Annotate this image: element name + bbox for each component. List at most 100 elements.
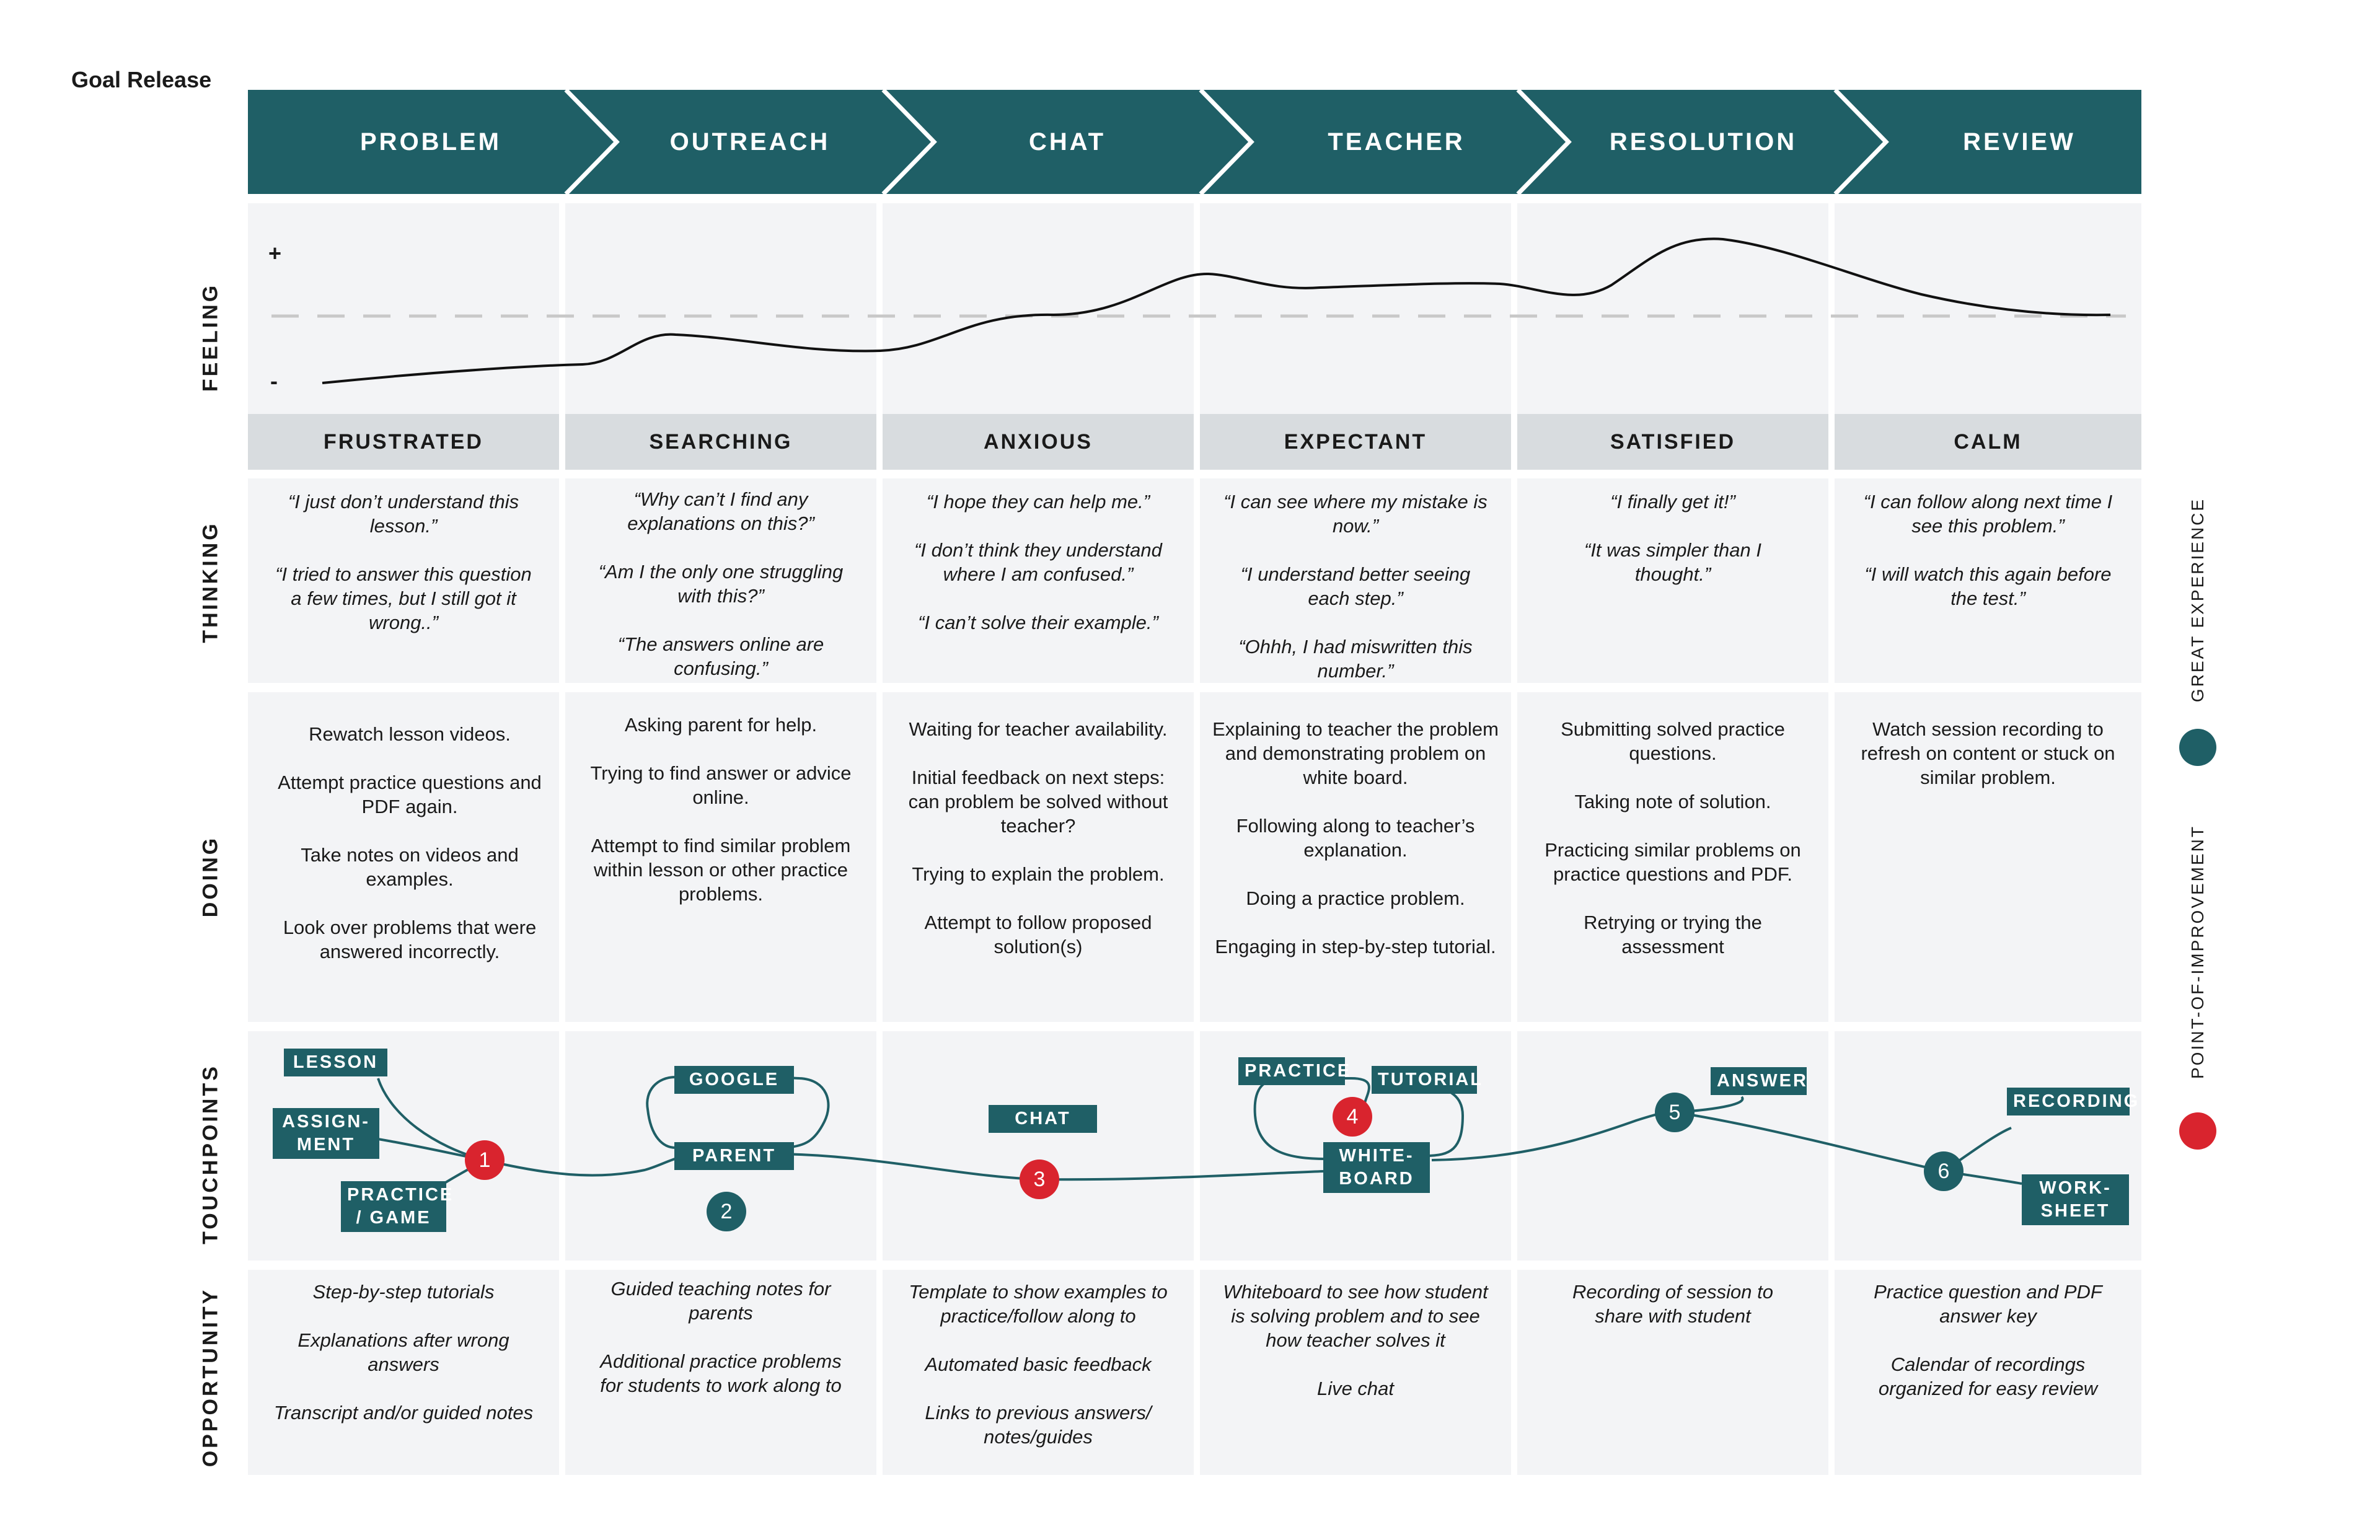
touchpoints-cell-3 [883, 1031, 1194, 1261]
touchpoint-practice-game: PRACTICE / GAME [341, 1181, 454, 1232]
quote: “I tried to answer this question a few t… [275, 563, 532, 633]
quote: “I hope they can help me.” [926, 491, 1150, 513]
doing-text-6: Watch session recording to refresh on co… [1853, 717, 2123, 790]
doing-cell-1 [248, 692, 559, 1022]
quote: “I will watch this again before the test… [1864, 563, 2112, 609]
touchpoint-assignment: ASSIGN- MENT [273, 1108, 379, 1159]
opportunity-item: Step-by-step tutorials [312, 1281, 495, 1303]
row-label-doing: DOING [198, 835, 223, 918]
opportunity-item: Live chat [1316, 1378, 1395, 1399]
opportunity-text-2: Guided teaching notes for parents Additi… [590, 1277, 852, 1397]
opportunity-cell-1 [248, 1270, 559, 1475]
thinking-text-6: “I can follow along next time I see this… [1853, 490, 2123, 610]
touchpoint-marker-4: 4 [1333, 1097, 1372, 1137]
action: Retrying or trying the assessment [1584, 912, 1762, 957]
touchpoint-practice-game-line-1: PRACTICE [347, 1185, 454, 1205]
action: Doing a practice problem. [1246, 887, 1465, 909]
action: Taking note of solution. [1574, 791, 1771, 812]
touchpoint-whiteboard-line-1: WHITE- [1339, 1146, 1414, 1166]
opportunity-cell-2 [565, 1270, 876, 1475]
action: Asking parent for help. [624, 714, 818, 736]
opportunity-item: Links to previous answers/ notes/guides [925, 1402, 1152, 1448]
touchpoint-whiteboard: WHITE- BOARD [1323, 1142, 1430, 1193]
touchpoint-worksheet-line-2: SHEET [2040, 1201, 2110, 1221]
thinking-cell-1 [248, 478, 559, 683]
feeling-cell-6 [1835, 203, 2141, 414]
opportunity-cell-3 [883, 1270, 1194, 1475]
action: Take notes on videos and examples. [301, 844, 519, 890]
thinking-text-3: “I hope they can help me.” “I don’t thin… [901, 490, 1175, 635]
action: Explaining to teacher the problem and de… [1212, 718, 1499, 788]
touchpoint-assignment-line-1: ASSIGN- [282, 1112, 370, 1132]
feeling-cell-4 [1200, 203, 1511, 414]
touchpoint-marker-1: 1 [465, 1140, 505, 1180]
quote: “Why can’t I find any explanations on th… [627, 488, 814, 534]
thinking-cell-6 [1835, 478, 2141, 683]
action: Following along to teacher’s explanation… [1236, 815, 1475, 861]
emotion-searching: SEARCHING [565, 414, 876, 470]
touchpoints-cell-6 [1835, 1031, 2141, 1261]
row-label-opportunity: OPPORTUNITY [198, 1287, 223, 1467]
touchpoint-marker-2: 2 [707, 1192, 746, 1231]
quote: “I finally get it!” [1610, 491, 1735, 513]
opportunity-text-3: Template to show examples to practice/fo… [901, 1280, 1175, 1449]
opportunity-item: Recording of session to share with stude… [1572, 1281, 1773, 1327]
doing-text-3: Waiting for teacher availability. Initia… [901, 717, 1175, 959]
stage-header-band [248, 90, 2141, 194]
thinking-cell-4 [1200, 478, 1511, 683]
touchpoint-marker-6: 6 [1924, 1151, 1963, 1191]
touchpoint-practice: PRACTICE [1238, 1057, 1349, 1085]
doing-cell-6 [1835, 692, 2141, 1022]
quote: “I can see where my mistake is now.” [1223, 491, 1488, 537]
quote: “The answers online are confusing.” [617, 633, 824, 679]
opportunity-cell-4 [1200, 1270, 1511, 1475]
opportunity-item: Explanations after wrong answers [298, 1329, 509, 1375]
doing-cell-3 [883, 692, 1194, 1022]
quote: “I can’t solve their example.” [918, 612, 1158, 633]
touchpoint-lesson: LESSON [284, 1049, 387, 1076]
row-label-feeling: FEELING [198, 283, 223, 392]
opportunity-item: Practice question and PDF answer key [1874, 1281, 2102, 1327]
emotion-calm: CALM [1835, 414, 2141, 470]
legend-point-of-improvement-label: POINT-OF-IMPROVEMENT [2188, 825, 2207, 1079]
touchpoint-parent: PARENT [674, 1142, 794, 1170]
quote: “It was simpler than I thought.” [1584, 539, 1761, 585]
row-label-touchpoints: TOUCHPOINTS [198, 1064, 223, 1244]
doing-cell-5 [1517, 692, 1828, 1022]
opportunity-item: Whiteboard to see how student is solving… [1223, 1281, 1488, 1351]
stage-outreach: OUTREACH [669, 128, 831, 156]
opportunity-item: Guided teaching notes for parents [610, 1278, 831, 1324]
stage-resolution: RESOLUTION [1609, 128, 1797, 156]
opportunity-item: Calendar of recordings organized for eas… [1878, 1353, 2098, 1399]
action: Practicing similar problems on practice … [1545, 839, 1801, 885]
quote: “Ohhh, I had miswritten this number.” [1238, 636, 1473, 682]
doing-text-2: Asking parent for help. Trying to find a… [590, 713, 852, 906]
row-label-thinking: THINKING [198, 521, 223, 643]
action: Submitting solved practice questions. [1561, 718, 1785, 764]
opportunity-cell-6 [1835, 1270, 2141, 1475]
page-title: Goal Release [71, 67, 212, 92]
doing-text-1: Rewatch lesson videos. Attempt practice … [273, 722, 547, 964]
touchpoint-google: GOOGLE [674, 1066, 794, 1094]
stage-review: REVIEW [1963, 128, 2076, 156]
action: Trying to find answer or advice online. [590, 762, 852, 808]
touchpoint-chat: CHAT [989, 1105, 1097, 1133]
stage-chat: CHAT [1028, 128, 1106, 156]
feeling-cell-3 [883, 203, 1194, 414]
touchpoint-whiteboard-line-2: BOARD [1339, 1169, 1414, 1189]
emotion-anxious: ANXIOUS [883, 414, 1194, 470]
feeling-minus: - [270, 368, 278, 394]
legend-great-experience-label: GREAT EXPERIENCE [2188, 497, 2207, 703]
stage-problem: PROBLEM [360, 128, 501, 156]
quote: “I understand better seeing each step.” [1240, 563, 1471, 609]
opportunity-cell-5 [1517, 1270, 1828, 1475]
action: Initial feedback on next steps: can prob… [908, 767, 1168, 837]
thinking-text-4: “I can see where my mistake is now.” “I … [1219, 490, 1492, 683]
action: Attempt practice questions and PDF again… [278, 772, 542, 817]
legend-great-experience-dot [2179, 729, 2216, 766]
action: Waiting for teacher availability. [909, 718, 1168, 740]
action: Look over problems that were answered in… [283, 917, 537, 962]
touchpoint-tutorial: TUTORIAL [1372, 1066, 1481, 1094]
action: Rewatch lesson videos. [309, 723, 511, 745]
action: Attempt to follow proposed solution(s) [924, 912, 1152, 957]
